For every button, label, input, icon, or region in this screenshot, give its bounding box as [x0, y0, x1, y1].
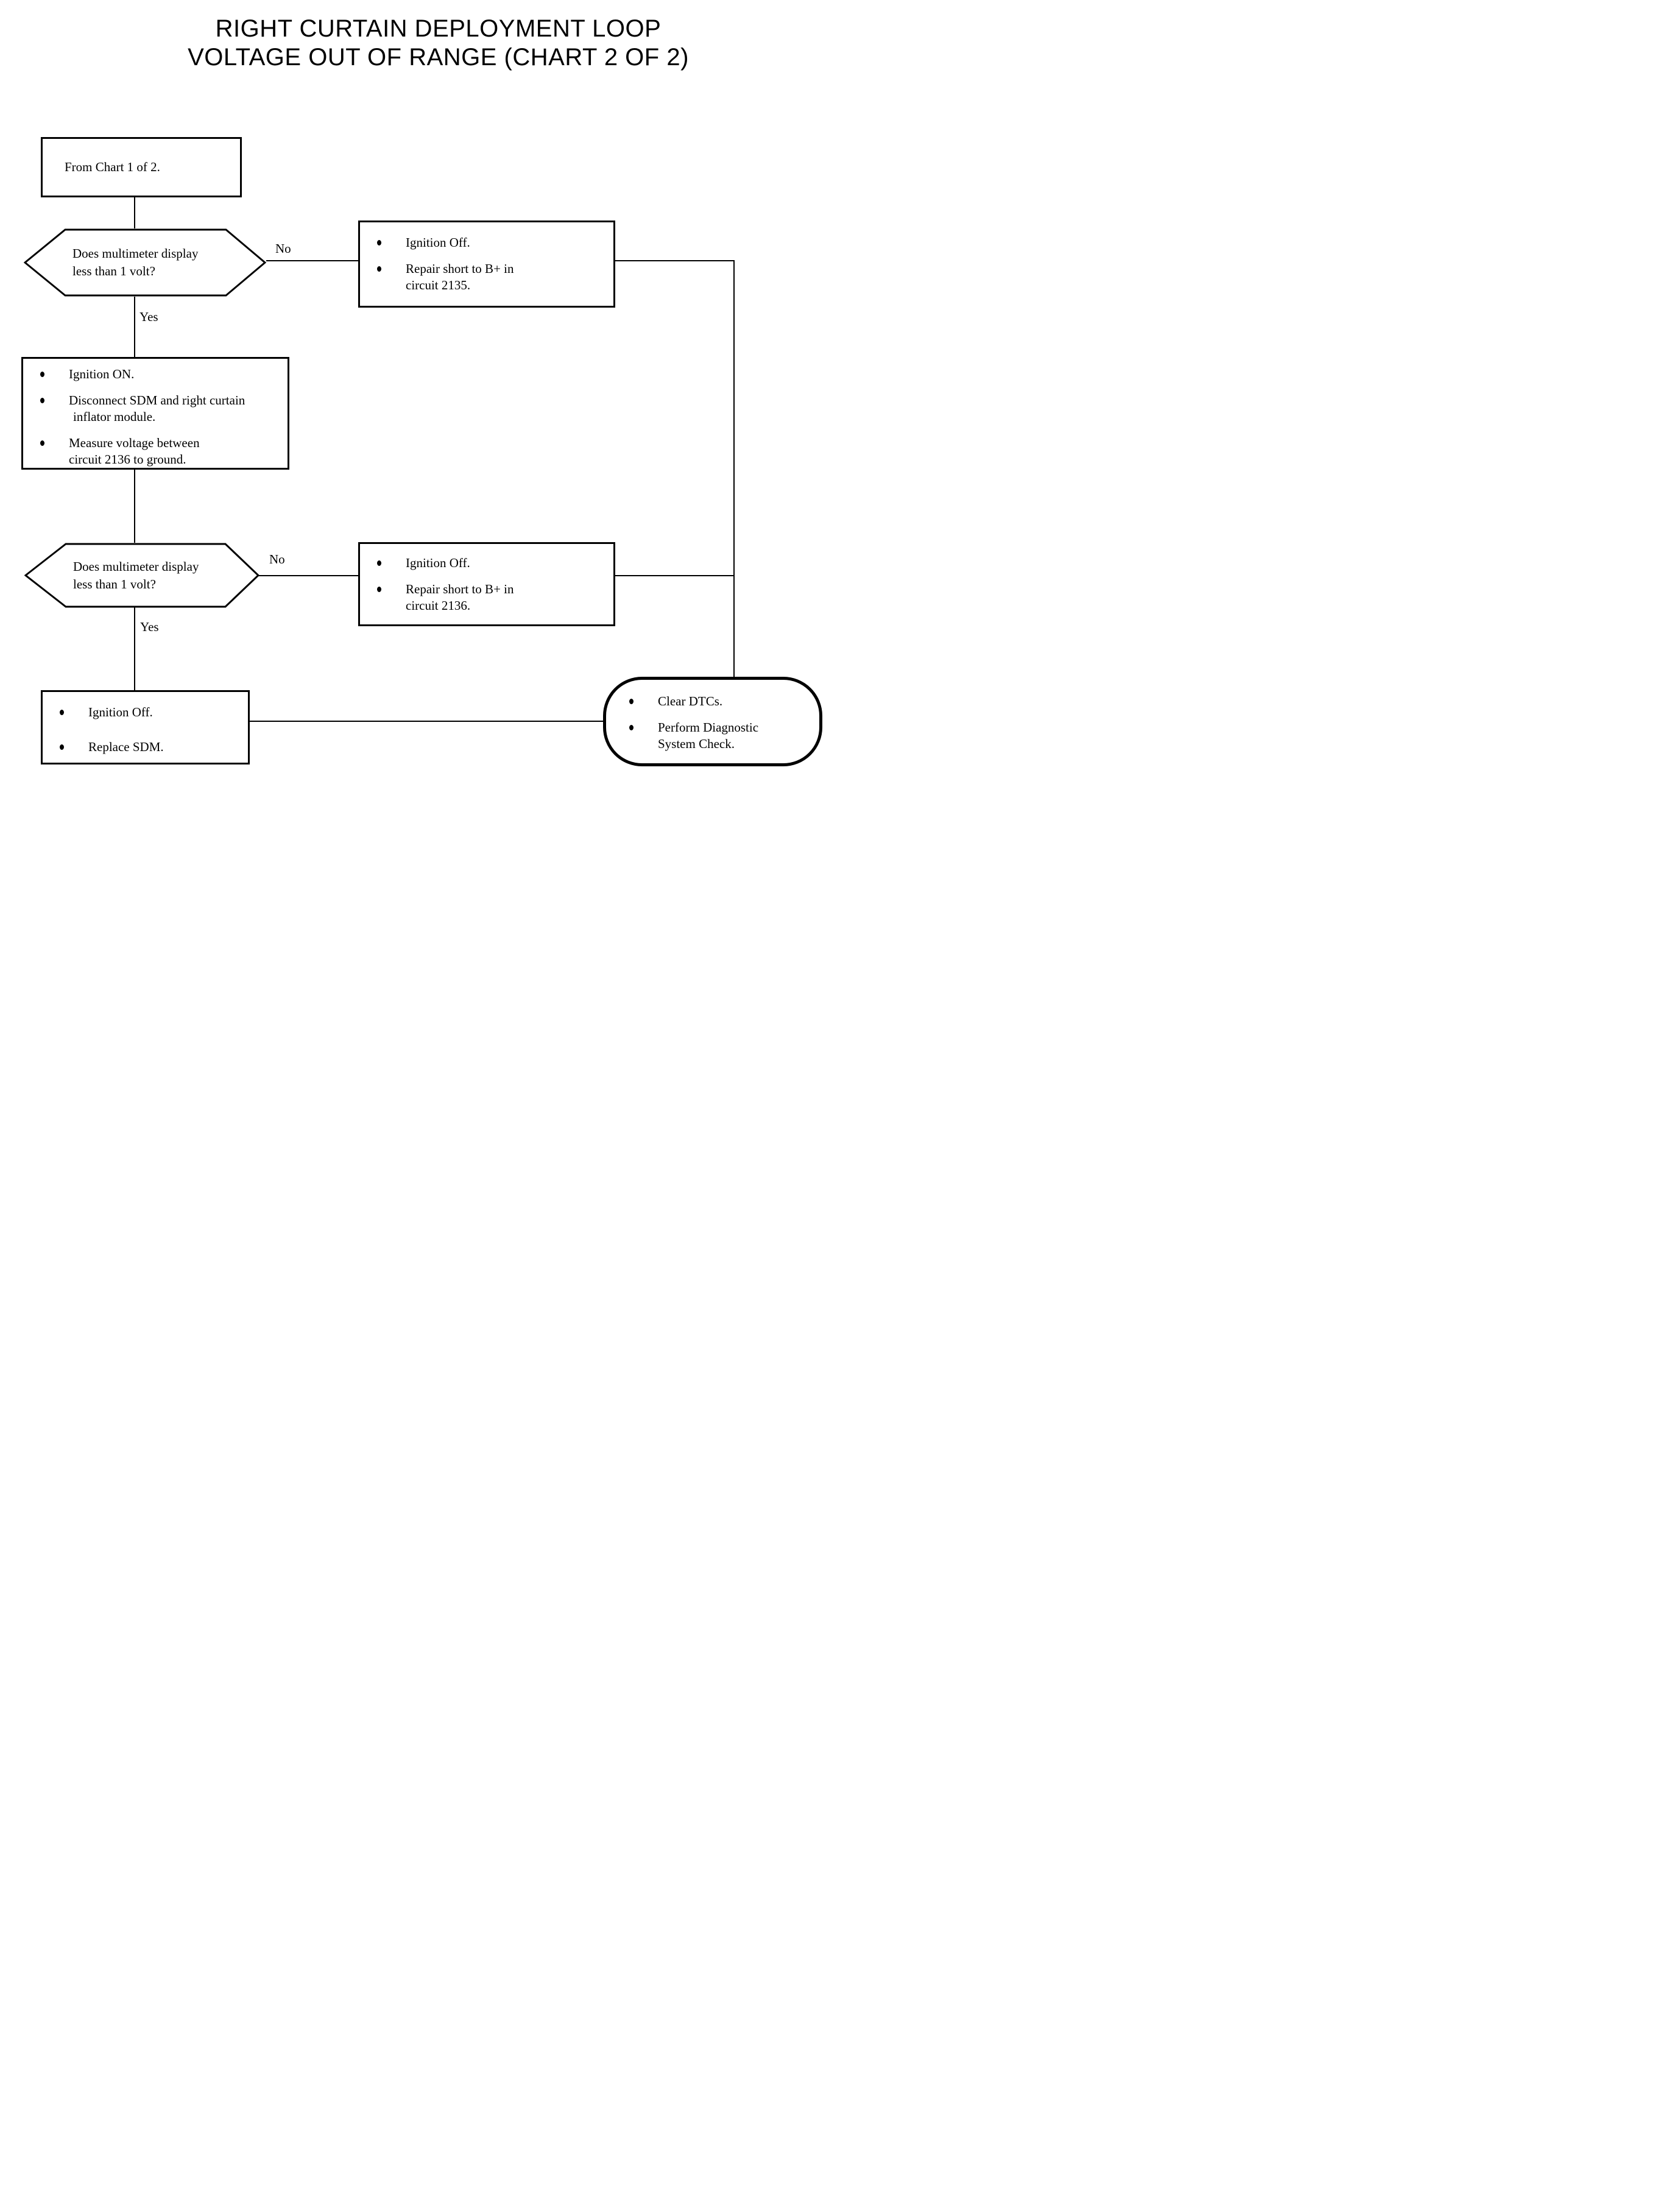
node-decision2: Does multimeter display less than 1 volt…	[24, 543, 259, 608]
node-decision1: Does multimeter display less than 1 volt…	[24, 228, 266, 297]
decision2-text: Does multimeter display less than 1 volt…	[73, 543, 199, 608]
page-title-line1: RIGHT CURTAIN DEPLOYMENT LOOP	[215, 15, 662, 42]
bullet-icon	[40, 440, 44, 446]
node-terminal-diagnostic-check: Clear DTCs. Perform Diagnostic System Ch…	[603, 677, 822, 766]
repair-2136-bullet2-line1: Repair short to B+ in	[406, 582, 514, 596]
edge-label-yes1: Yes	[139, 309, 158, 324]
repair-2136-bullet2-line2: circuit 2136.	[406, 598, 471, 613]
list-item: Measure voltage between circuit 2136 to …	[23, 435, 288, 468]
node-procedure: Ignition ON. Disconnect SDM and right cu…	[21, 357, 289, 470]
procedure-bullet3-line1: Measure voltage between	[69, 436, 200, 450]
list-item: Ignition Off.	[43, 704, 248, 721]
bullet-icon	[40, 398, 44, 403]
connector-repair2136-trunk	[614, 575, 735, 576]
connector-repair2135-trunk	[614, 260, 735, 261]
procedure-bullet2-line1: Disconnect SDM and right curtain	[69, 393, 245, 408]
repair-2135-bullet2-line2: circuit 2135.	[406, 278, 471, 292]
from-chart-text: From Chart 1 of 2.	[65, 160, 160, 174]
decision2-line2: less than 1 volt?	[73, 576, 156, 591]
terminal-bullet1: Clear DTCs.	[658, 694, 723, 708]
page-title: RIGHT CURTAIN DEPLOYMENT LOOP VOLTAGE OU…	[18, 15, 840, 72]
terminal-bullet2-line1: Perform Diagnostic	[658, 720, 759, 735]
node-repair-2136: Ignition Off. Repair short to B+ in circ…	[358, 542, 615, 626]
connector-decision1-no	[266, 260, 358, 261]
list-item: Clear DTCs.	[606, 693, 819, 710]
decision1-line2: less than 1 volt?	[72, 264, 155, 278]
connector-trunk-vertical	[733, 260, 735, 678]
decision2-line1: Does multimeter display	[73, 559, 199, 574]
list-item: Repair short to B+ in circuit 2135.	[360, 261, 613, 294]
node-from-chart: From Chart 1 of 2.	[41, 137, 242, 197]
edge-label-yes2: Yes	[140, 620, 159, 634]
list-item: Repair short to B+ in circuit 2136.	[360, 581, 613, 614]
bullet-icon	[377, 587, 381, 592]
bullet-icon	[629, 725, 634, 730]
edge-label-no1: No	[275, 241, 291, 256]
connector-decision1-yes	[134, 297, 135, 357]
list-item: Ignition Off.	[360, 235, 613, 251]
bullet-icon	[377, 266, 381, 272]
page-title-line2: VOLTAGE OUT OF RANGE (CHART 2 OF 2)	[188, 44, 689, 71]
procedure-bullet3-line2: circuit 2136 to ground.	[69, 452, 186, 467]
node-repair-2135: Ignition Off. Repair short to B+ in circ…	[358, 221, 615, 308]
list-item: Ignition ON.	[23, 366, 288, 383]
decision1-line1: Does multimeter display	[72, 246, 199, 261]
connector-procedure-decision2	[134, 469, 135, 543]
bullet-icon	[629, 699, 634, 704]
connector-fromchart-decision1	[134, 197, 135, 228]
connector-replacesdm-terminal	[249, 721, 605, 722]
node-replace-sdm: Ignition Off. Replace SDM.	[41, 690, 250, 764]
procedure-bullet2-line2: inflator module.	[73, 409, 156, 424]
replace-sdm-bullet2: Replace SDM.	[88, 740, 164, 754]
bullet-icon	[377, 560, 381, 566]
edge-label-no2: No	[269, 552, 285, 567]
terminal-bullet2-line2: System Check.	[658, 736, 735, 751]
repair-2135-bullet1: Ignition Off.	[406, 235, 470, 250]
bullet-icon	[40, 372, 44, 377]
flowchart-page: RIGHT CURTAIN DEPLOYMENT LOOP VOLTAGE OU…	[0, 0, 840, 1105]
replace-sdm-bullet1: Ignition Off.	[88, 705, 153, 719]
hexagon-shape-icon	[24, 228, 266, 297]
list-item: Perform Diagnostic System Check.	[606, 719, 819, 752]
bullet-icon	[60, 744, 64, 750]
list-item: Ignition Off.	[360, 555, 613, 571]
list-item: Replace SDM.	[43, 739, 248, 755]
bullet-icon	[377, 240, 381, 245]
repair-2135-bullet2-line1: Repair short to B+ in	[406, 261, 514, 276]
connector-decision2-no	[258, 575, 358, 576]
connector-decision2-yes	[134, 607, 135, 690]
list-item: Disconnect SDM and right curtain inflato…	[23, 392, 288, 425]
bullet-icon	[60, 710, 64, 715]
repair-2136-bullet1: Ignition Off.	[406, 556, 470, 570]
decision1-text: Does multimeter display less than 1 volt…	[72, 228, 198, 297]
procedure-bullet1: Ignition ON.	[69, 367, 135, 381]
